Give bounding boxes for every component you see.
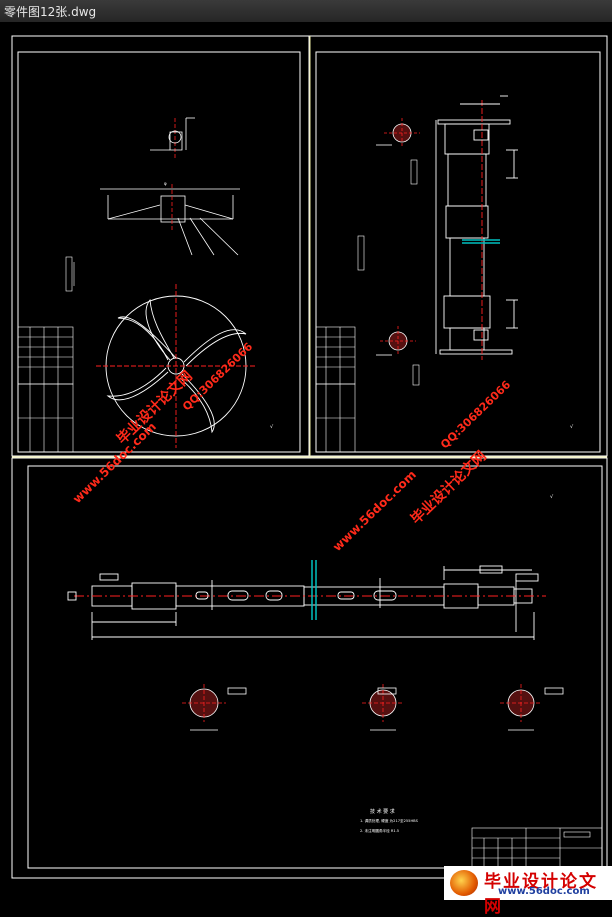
shaft-section-a — [182, 684, 247, 731]
site-logo: 毕业设计论文网 www.56doc.com — [444, 866, 612, 917]
border-top-right — [315, 51, 601, 453]
roughness-mark-bottom: √ — [550, 494, 554, 500]
sheet-frame-top-right — [309, 35, 608, 457]
dimension-notes-right — [357, 159, 420, 386]
shaft-vertical — [435, 95, 518, 360]
roughness-mark-tl: √ — [270, 424, 274, 430]
roughness-mark-tr: √ — [570, 424, 574, 430]
drawing-canvas[interactable]: φ √ — [0, 22, 612, 900]
border-top-left — [17, 51, 301, 453]
title-block-top-right — [315, 326, 356, 453]
shaft-section-c — [500, 684, 564, 731]
logo-text-url: www.56doc.com — [498, 886, 590, 897]
shaft-horizontal — [67, 560, 546, 640]
svg-text:φ: φ — [164, 181, 167, 186]
shaft-section-upper — [376, 118, 420, 148]
title-block-bottom — [471, 827, 603, 869]
tech-req-line-1: 1. 调质处理, 硬度 为217至255HBS — [360, 818, 419, 823]
border-bottom — [27, 465, 603, 869]
title-block-top-left — [17, 326, 74, 453]
impeller-hub-detail — [150, 117, 195, 160]
tech-req-line-2: 2. 未注明圆角半径 R1.5 — [360, 828, 399, 833]
sheet-frame-bottom — [11, 457, 608, 879]
impeller-plan-view — [96, 284, 256, 448]
tech-requirements: 技 术 要 求 1. 调质处理, 硬度 为217至255HBS 2. 未注明圆角… — [360, 808, 419, 833]
shaft-section-lower — [376, 326, 416, 356]
impeller-section: φ — [100, 181, 240, 256]
tech-req-title: 技 术 要 求 — [370, 808, 395, 815]
logo-globe-icon — [450, 870, 478, 896]
shaft-section-b — [362, 684, 404, 731]
sheet-frame-top-left — [11, 35, 310, 457]
window-title: 零件图12张.dwg — [4, 5, 97, 19]
side-dimension-note — [65, 256, 75, 292]
cad-drawing[interactable]: φ √ — [0, 22, 612, 900]
window-titlebar: 零件图12张.dwg — [0, 0, 612, 23]
